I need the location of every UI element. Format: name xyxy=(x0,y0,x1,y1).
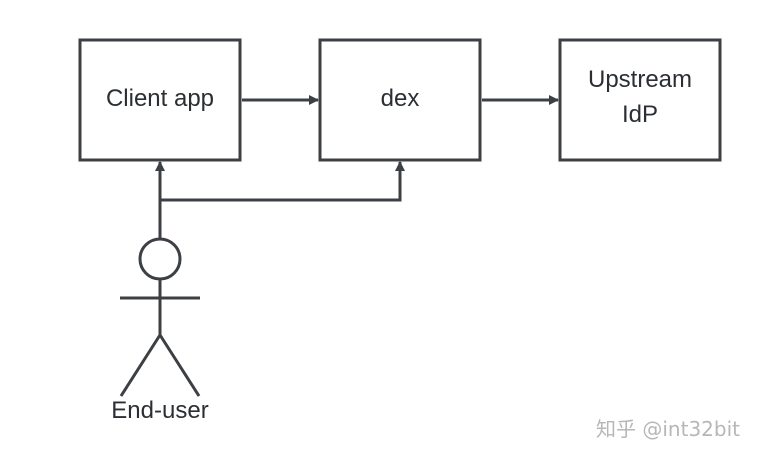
arrow-end-user-to-dex xyxy=(160,161,405,202)
end-user-label: End-user xyxy=(111,397,208,424)
upstream-idp-box xyxy=(558,38,722,162)
client-app-label: Client app xyxy=(106,85,214,112)
actor-head xyxy=(138,237,182,281)
actor-left-leg xyxy=(119,334,162,397)
upstream-idp-node: Upstream IdP xyxy=(558,38,722,162)
upstream-idp-label-line1: Upstream xyxy=(588,66,692,93)
client-app-node: Client app xyxy=(78,38,242,162)
client-app-box xyxy=(78,38,242,162)
actor-right-leg xyxy=(158,334,201,397)
upstream-idp-label-line2: IdP xyxy=(622,101,658,128)
end-user-actor: End-user xyxy=(111,237,209,424)
dex-node: dex xyxy=(318,38,482,162)
dex-box xyxy=(318,38,482,162)
dex-label: dex xyxy=(381,85,420,112)
watermark-text: 知乎 @int32bit xyxy=(596,417,740,441)
